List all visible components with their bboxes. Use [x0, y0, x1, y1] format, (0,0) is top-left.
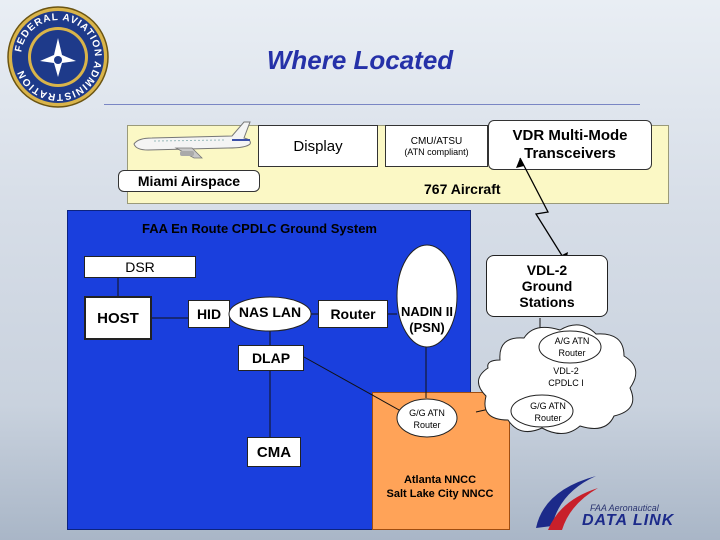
cma-label: CMA — [256, 443, 292, 461]
faa-seal-logo: FEDERAL AVIATION ADMINISTRATION — [7, 6, 109, 108]
nadin-ellipse — [396, 244, 458, 348]
nadin-label-line2: (PSN) — [409, 320, 445, 335]
dlap-label: DLAP — [251, 350, 291, 366]
gg-atn-router-ellipse — [396, 398, 458, 438]
airspace-label: Miami Airspace — [137, 173, 241, 189]
cmu-label: CMU/ATSU — [410, 135, 463, 147]
dsr-label: DSR — [125, 259, 155, 275]
nas-lan-ellipse — [228, 296, 312, 332]
title-divider — [104, 104, 640, 105]
airspace-box: Miami Airspace — [118, 170, 260, 192]
router-label: Router — [330, 306, 376, 322]
radio-link-bolt — [519, 157, 567, 263]
dlap-box: DLAP — [238, 345, 304, 371]
cmu-atsu-box: CMU/ATSU (ATN compliant) — [385, 125, 488, 167]
router-box: Router — [318, 300, 388, 328]
vdr-transceivers-box: VDR Multi-Mode Transceivers — [488, 120, 652, 170]
nadin-label-line1: NADIN II — [401, 304, 453, 319]
vdl2-gs-line1: VDL-2 — [526, 262, 568, 278]
vdl2-cpdlc-line1: VDL-2 — [553, 366, 579, 376]
cloud-gg-atn-router-ellipse — [510, 394, 574, 428]
display-box: Display — [258, 125, 378, 167]
display-label: Display — [293, 137, 343, 155]
ag-atn-router-line2: Router — [558, 348, 586, 358]
aircraft-type-label: 767 Aircraft — [424, 181, 501, 197]
ag-atn-router-ellipse — [538, 330, 602, 364]
datalink-logo-subtitle: FAA Aeronautical — [590, 503, 659, 513]
hid-box: HID — [188, 300, 230, 328]
gg-atn-router-line1: G/G ATN — [409, 408, 445, 418]
datalink-swoosh-icon — [536, 476, 598, 530]
vdl2-cpdlc-line2: CPDLC I — [548, 378, 584, 388]
vdl2-gs-line3: Stations — [519, 294, 575, 310]
cloud-gg-router-line2: Router — [534, 413, 562, 423]
page-title: Where Located — [266, 45, 454, 75]
dsr-box: DSR — [84, 256, 196, 278]
vdl2-gs-line2: Ground — [521, 278, 573, 294]
host-label: HOST — [97, 309, 139, 327]
host-box: HOST — [84, 296, 152, 340]
datalink-logo-title: DATA LINK — [582, 512, 675, 529]
cmu-sublabel: (ATN compliant) — [404, 146, 469, 157]
ground-system-title: FAA En Route CPDLC Ground System — [142, 221, 377, 236]
nncc-label-line1: Atlanta NNCC — [403, 474, 477, 486]
vdl2-ground-stations-box: VDL-2 Ground Stations — [486, 255, 608, 317]
cma-box: CMA — [247, 437, 301, 467]
nncc-label-line2: Salt Lake City NNCC — [386, 488, 494, 500]
ag-atn-router-line1: A/G ATN — [554, 336, 590, 346]
gg-atn-router-line2: Router — [413, 420, 441, 430]
nas-lan-label: NAS LAN — [238, 304, 302, 320]
hid-label: HID — [196, 306, 222, 322]
cloud-gg-router-line1: G/G ATN — [530, 401, 566, 411]
airplane-image — [133, 121, 251, 159]
vdr-label-line2: Transceivers — [524, 145, 616, 162]
vdr-label-line1: VDR Multi-Mode — [512, 127, 628, 144]
